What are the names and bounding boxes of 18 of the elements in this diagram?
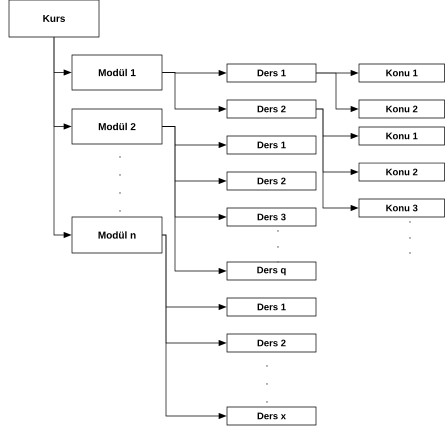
- box: Ders 3: [226, 208, 316, 226]
- box: Konu 2: [358, 162, 445, 182]
- box: Modül n: [72, 216, 162, 254]
- box: Ders 1: [226, 298, 316, 316]
- box: Ders 1: [226, 136, 316, 154]
- box: Ders x: [226, 406, 316, 426]
- box: Ders 2: [226, 100, 316, 118]
- box: Modül 1: [72, 54, 162, 90]
- box: Kurs: [8, 0, 100, 38]
- box: Ders 1: [226, 64, 316, 82]
- box: Konu 2: [358, 100, 445, 118]
- box: Ders q: [226, 262, 316, 280]
- box: Ders 2: [226, 334, 316, 352]
- box: Modül 2: [72, 108, 162, 144]
- box: Konu 1: [358, 64, 445, 82]
- box: Ders 2: [226, 172, 316, 190]
- box: Konu 3: [358, 198, 445, 218]
- box: Konu 1: [358, 126, 445, 146]
